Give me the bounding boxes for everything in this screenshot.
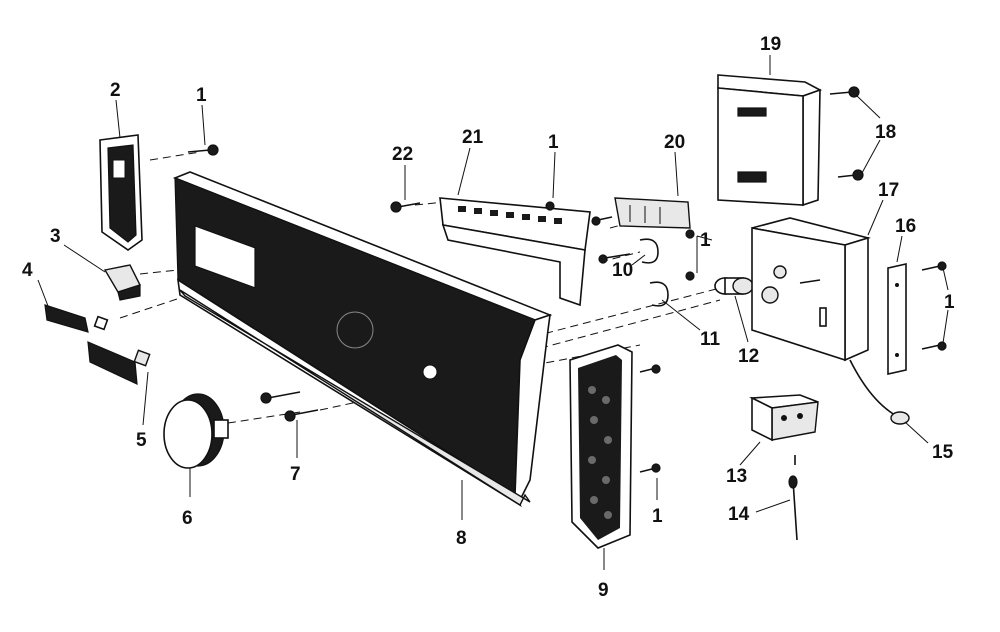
screws-part-7 — [260, 391, 319, 422]
callout-3: 3 — [50, 226, 61, 247]
callout-11: 11 — [700, 329, 721, 350]
callout-21: 21 — [462, 127, 484, 148]
callout-13: 13 — [726, 466, 747, 487]
callout-1-mid: 1 — [700, 230, 711, 251]
grille-part-9 — [569, 344, 633, 549]
knob-part-6 — [163, 393, 229, 469]
strip-part-4 — [44, 304, 151, 385]
callout-7: 7 — [290, 464, 301, 485]
callout-20: 20 — [664, 132, 685, 153]
callout-1-right: 1 — [944, 292, 955, 313]
callout-14: 14 — [728, 504, 750, 525]
callout-9: 9 — [598, 580, 609, 601]
callout-19: 19 — [760, 34, 781, 55]
callout-5: 5 — [136, 430, 147, 451]
callout-1-grille: 1 — [652, 506, 663, 527]
timer-housing-part-17 — [751, 217, 871, 362]
screws-1-grille — [639, 364, 661, 473]
control-panel-part-8 — [172, 171, 553, 508]
screws-part-18 — [829, 86, 864, 181]
bushing-part-12 — [714, 277, 754, 295]
callout-22: 22 — [392, 144, 413, 165]
clip-part-11 — [649, 271, 695, 307]
clip-part-10 — [598, 238, 659, 264]
cover-part-19 — [717, 74, 822, 207]
screw-part-22 — [390, 201, 421, 213]
pin-part-14 — [788, 455, 798, 541]
callout-6: 6 — [182, 508, 193, 529]
wire-part-15 — [849, 359, 910, 425]
callout-1-top: 1 — [548, 132, 559, 153]
plate-part-16 — [887, 263, 907, 375]
callout-16: 16 — [895, 216, 916, 237]
callout-10: 10 — [612, 260, 633, 281]
screws-1-right — [921, 261, 947, 351]
callout-18: 18 — [875, 122, 896, 143]
callout-labels: 2 1 3 4 5 6 7 8 9 1 22 21 1 20 10 1 11 1… — [22, 34, 955, 601]
bracket-part-21 — [439, 197, 591, 307]
callout-12: 12 — [738, 346, 759, 367]
callout-2: 2 — [110, 80, 121, 101]
callout-17: 17 — [878, 180, 899, 201]
callout-8: 8 — [456, 528, 467, 549]
screw-1-left — [187, 144, 219, 156]
terminal-block-part-13 — [748, 394, 819, 442]
leader-lines — [37, 55, 949, 570]
callout-4: 4 — [22, 260, 33, 281]
callout-1-top-left: 1 — [196, 85, 207, 106]
callout-15: 15 — [932, 442, 954, 463]
bracket-part-2 — [99, 134, 143, 251]
switch-part-20 — [591, 197, 695, 239]
block-part-3 — [103, 264, 141, 301]
